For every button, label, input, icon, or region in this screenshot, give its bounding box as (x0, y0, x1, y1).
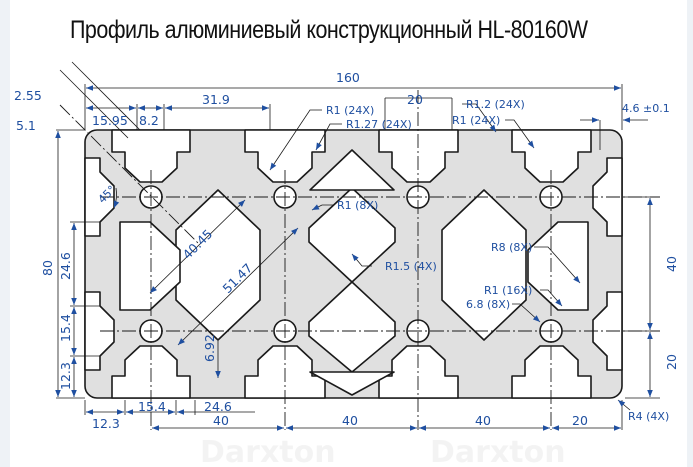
svg-text:R1 (24X): R1 (24X) (452, 114, 500, 127)
svg-text:R4 (4X): R4 (4X) (628, 410, 669, 423)
svg-text:12.3: 12.3 (58, 362, 73, 390)
svg-text:31.9: 31.9 (202, 92, 230, 107)
svg-text:15.95: 15.95 (92, 113, 128, 128)
svg-text:Darxton: Darxton (430, 435, 566, 467)
svg-text:24.6: 24.6 (58, 252, 73, 280)
svg-text:80: 80 (40, 260, 55, 276)
page-title: Профиль алюминиевый конструкционный HL-8… (70, 16, 588, 44)
profile-section (84, 129, 623, 399)
svg-text:20: 20 (572, 413, 588, 428)
svg-text:40: 40 (213, 413, 229, 428)
svg-text:R1 (24X): R1 (24X) (326, 104, 374, 117)
svg-text:6.92: 6.92 (202, 334, 217, 362)
left-slots (84, 157, 115, 371)
svg-text:5.1: 5.1 (16, 118, 36, 133)
svg-text:24.6: 24.6 (204, 399, 232, 414)
svg-text:R8 (8X): R8 (8X) (491, 241, 532, 254)
callout-labels: R1 (24X) R1.27 (24X) R1.2 (24X) R1 (24X)… (326, 98, 669, 423)
svg-text:15.4: 15.4 (58, 314, 73, 342)
svg-text:R1.2 (24X): R1.2 (24X) (466, 98, 525, 111)
svg-text:40: 40 (475, 413, 491, 428)
svg-text:15.4: 15.4 (138, 399, 166, 414)
svg-text:160: 160 (336, 70, 360, 85)
bolt-holes (139, 185, 563, 343)
svg-text:R1 (8X): R1 (8X) (337, 199, 378, 212)
svg-text:6.8 (8X): 6.8 (8X) (466, 298, 510, 311)
svg-text:40: 40 (664, 256, 679, 272)
dimension-lines (55, 85, 653, 431)
svg-text:20: 20 (407, 92, 423, 107)
leader-lines (269, 103, 631, 411)
svg-text:R1 (16X): R1 (16X) (484, 284, 532, 297)
svg-text:8.2: 8.2 (139, 113, 159, 128)
svg-text:40: 40 (342, 413, 358, 428)
svg-text:12.3: 12.3 (92, 416, 120, 431)
svg-text:20: 20 (664, 354, 679, 370)
svg-text:2.55: 2.55 (14, 88, 42, 103)
svg-text:R1.27 (24X): R1.27 (24X) (346, 118, 412, 131)
svg-text:4.6 ±0.1: 4.6 ±0.1 (622, 102, 670, 115)
svg-text:R1.5 (4X): R1.5 (4X) (385, 260, 437, 273)
svg-text:Darxton: Darxton (200, 435, 336, 467)
